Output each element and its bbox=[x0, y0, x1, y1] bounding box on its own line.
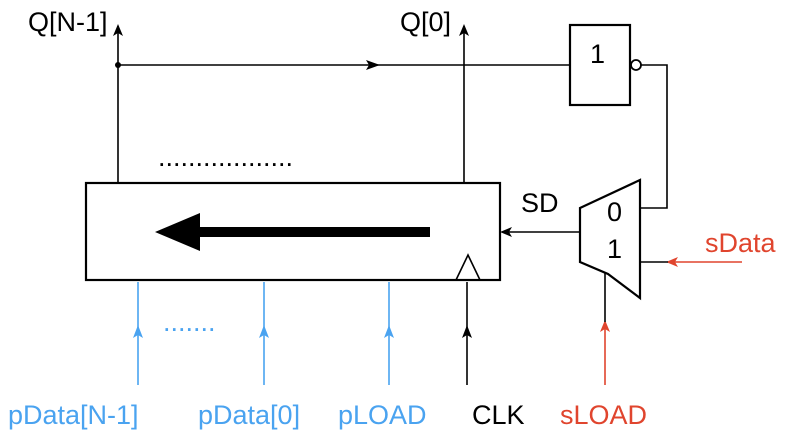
bottom-ellipsis: ....... bbox=[163, 307, 216, 337]
pdata-lsb-label: pData[0] bbox=[198, 400, 300, 430]
q-msb-label: Q[N-1] bbox=[28, 7, 108, 37]
q-lsb-label: Q[0] bbox=[400, 7, 451, 37]
pload-arrow-icon bbox=[384, 325, 394, 338]
multiplexer bbox=[578, 178, 642, 301]
pdata-msb-arrow-icon bbox=[133, 325, 143, 338]
inverter-bubble-icon bbox=[630, 59, 642, 71]
inverter-gate bbox=[568, 23, 632, 107]
shift-direction-arrow-icon bbox=[155, 213, 430, 251]
clock-triangle-icon bbox=[454, 253, 482, 281]
top-ellipsis: .................. bbox=[158, 142, 293, 172]
pdata-msb-label: pData[N-1] bbox=[8, 400, 139, 430]
sload-label: sLOAD bbox=[560, 400, 647, 430]
pload-label: pLOAD bbox=[338, 400, 427, 430]
clk-arrow-icon bbox=[462, 325, 472, 338]
sd-label: SD bbox=[521, 188, 559, 218]
feedback-direction-arrow-icon bbox=[366, 60, 380, 70]
sdata-label: sData bbox=[705, 228, 777, 258]
pdata-lsb-arrow-icon bbox=[259, 325, 269, 338]
clk-label: CLK bbox=[472, 400, 525, 430]
mux-input-1-label: 1 bbox=[607, 234, 622, 264]
inverter-value: 1 bbox=[590, 39, 605, 69]
mux-input-0-label: 0 bbox=[607, 197, 622, 227]
inverter-output-wire bbox=[640, 64, 668, 209]
